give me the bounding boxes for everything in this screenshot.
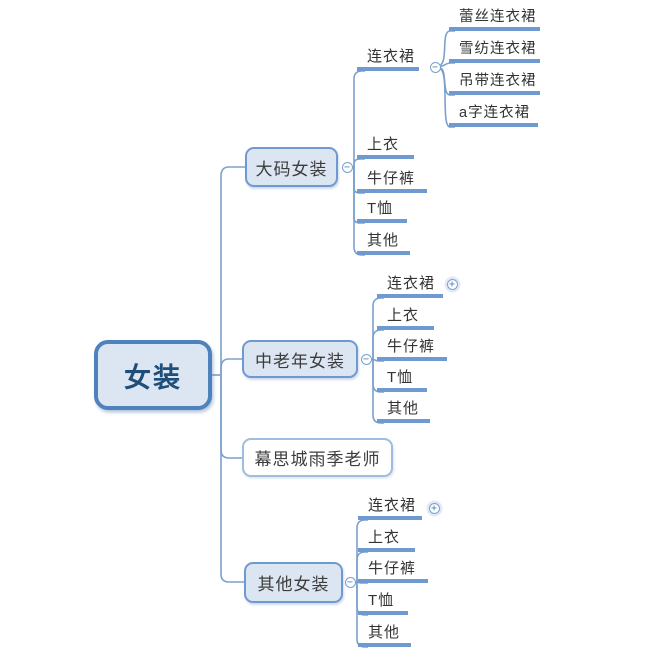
topic-b4-shangyi[interactable]: 上衣 <box>358 527 415 552</box>
topic-label: 上衣 <box>367 136 400 153</box>
connector-b4-c2 <box>356 551 368 582</box>
topic-b1-shangyi[interactable]: 上衣 <box>357 134 414 159</box>
topic-diaodai-lianyiqun[interactable]: 吊带连衣裙 <box>449 70 540 95</box>
topic-xuefang-lianyiqun[interactable]: 雪纺连衣裙 <box>449 38 540 63</box>
topic-label: 蕾丝连衣裙 <box>459 9 537 25</box>
topic-label: 牛仔裤 <box>387 338 436 355</box>
collapse-toggle-icon[interactable]: − <box>360 353 372 365</box>
branch-zhonglaonian-nvzhuang[interactable]: 中老年女装 <box>242 340 358 378</box>
topic-label: 连衣裙 <box>367 48 416 65</box>
topic-label: 连衣裙 <box>368 497 417 514</box>
topic-label: T恤 <box>368 592 395 609</box>
branch-label: 中老年女装 <box>255 351 345 371</box>
topic-label: T恤 <box>387 369 414 386</box>
topic-azi-lianyiqun[interactable]: a字连衣裙 <box>449 102 538 127</box>
connector-b2-c2 <box>372 329 384 359</box>
connector-b4-c1 <box>356 519 368 582</box>
expand-toggle-icon[interactable]: + <box>428 502 440 514</box>
topic-label: 牛仔裤 <box>368 560 417 577</box>
topic-b4-txu[interactable]: T恤 <box>358 590 408 615</box>
topic-b2-qita[interactable]: 其他 <box>377 398 430 423</box>
connector-root-branch3 <box>220 375 242 459</box>
topic-b4-lianyiqun[interactable]: 连衣裙 <box>358 495 422 520</box>
topic-b2-niuzaiku[interactable]: 牛仔裤 <box>377 336 447 361</box>
topic-b2-txu[interactable]: T恤 <box>377 367 427 392</box>
topic-label: a字连衣裙 <box>459 105 531 121</box>
branch-label: 其他女装 <box>257 575 330 594</box>
topic-b2-shangyi[interactable]: 上衣 <box>377 305 434 330</box>
topic-label: T恤 <box>367 200 394 217</box>
topic-label: 其他 <box>368 624 401 641</box>
collapse-toggle-icon[interactable]: − <box>344 576 356 588</box>
branch-musicheng-yuji-laoshi[interactable]: 幕思城雨季老师 <box>242 438 393 477</box>
connector-root-branch4 <box>220 375 244 583</box>
topic-label: 上衣 <box>368 529 401 546</box>
topic-label: 吊带连衣裙 <box>459 73 537 89</box>
connector-b1-c2 <box>353 158 365 167</box>
collapse-toggle-icon[interactable]: − <box>341 161 353 173</box>
root-topic-label: 女装 <box>124 362 182 393</box>
topic-b2-lianyiqun[interactable]: 连衣裙 <box>377 273 443 298</box>
topic-label: 连衣裙 <box>387 275 436 292</box>
branch-dama-nvzhuang[interactable]: 大码女装 <box>245 147 338 187</box>
topic-b4-niuzaiku[interactable]: 牛仔裤 <box>358 558 428 583</box>
connector-dress-s2 <box>440 62 455 68</box>
topic-b1-niuzaiku[interactable]: 牛仔裤 <box>357 168 427 193</box>
branch-qita-nvzhuang[interactable]: 其他女装 <box>244 562 343 603</box>
expand-toggle-icon[interactable]: + <box>446 278 458 290</box>
collapse-toggle-icon[interactable]: − <box>429 61 441 73</box>
topic-b1-txu[interactable]: T恤 <box>357 198 407 223</box>
topic-label: 上衣 <box>387 307 420 324</box>
connector-dress-s1 <box>439 30 455 66</box>
topic-label: 其他 <box>387 400 420 417</box>
connector-root-branch1 <box>220 166 245 375</box>
topic-label: 其他 <box>367 232 400 249</box>
topic-label: 牛仔裤 <box>367 170 416 187</box>
branch-label: 幕思城雨季老师 <box>254 450 381 469</box>
connector-b1-c1 <box>353 70 365 167</box>
connector-root-branch2 <box>220 358 242 375</box>
topic-label: 雪纺连衣裙 <box>459 41 537 57</box>
connector-b2-c1 <box>372 297 384 359</box>
root-topic[interactable]: 女装 <box>94 340 212 410</box>
topic-b1-qita[interactable]: 其他 <box>357 230 410 255</box>
topic-b1-lianyiqun[interactable]: 连衣裙 <box>357 46 419 71</box>
topic-b4-qita[interactable]: 其他 <box>358 622 411 647</box>
branch-label: 大码女装 <box>255 159 328 179</box>
topic-leisi-lianyiqun[interactable]: 蕾丝连衣裙 <box>449 6 540 31</box>
connector-b2-c5 <box>372 359 384 424</box>
